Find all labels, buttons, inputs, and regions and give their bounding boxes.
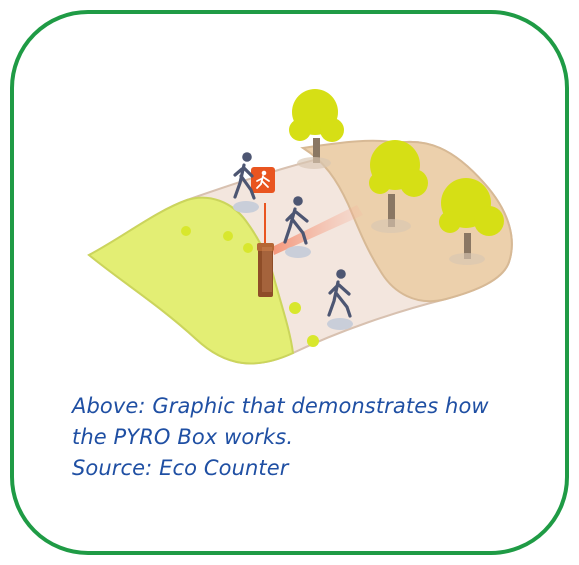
- pyro-box-illustration: [87, 89, 513, 365]
- image-caption: Above: Graphic that demonstrates how the…: [72, 391, 542, 484]
- caption-line-1: Above: Graphic that demonstrates how: [72, 394, 489, 418]
- pedestrian-1: [233, 152, 259, 213]
- caption-line-3: Source: Eco Counter: [72, 456, 289, 480]
- tree-2: [369, 140, 428, 233]
- pyro-box-sensor: [258, 246, 273, 297]
- tree-1: [289, 89, 344, 169]
- caption-card: Above: Graphic that demonstrates how the…: [10, 10, 569, 555]
- pedestrian-2: [283, 196, 311, 258]
- tree-3: [439, 178, 504, 265]
- sensor-beam: [272, 205, 363, 255]
- pedestrian-3: [327, 269, 353, 330]
- caption-line-2: the PYRO Box works.: [72, 425, 294, 449]
- walking-person-icon: [251, 167, 275, 193]
- grass-area: [87, 196, 295, 365]
